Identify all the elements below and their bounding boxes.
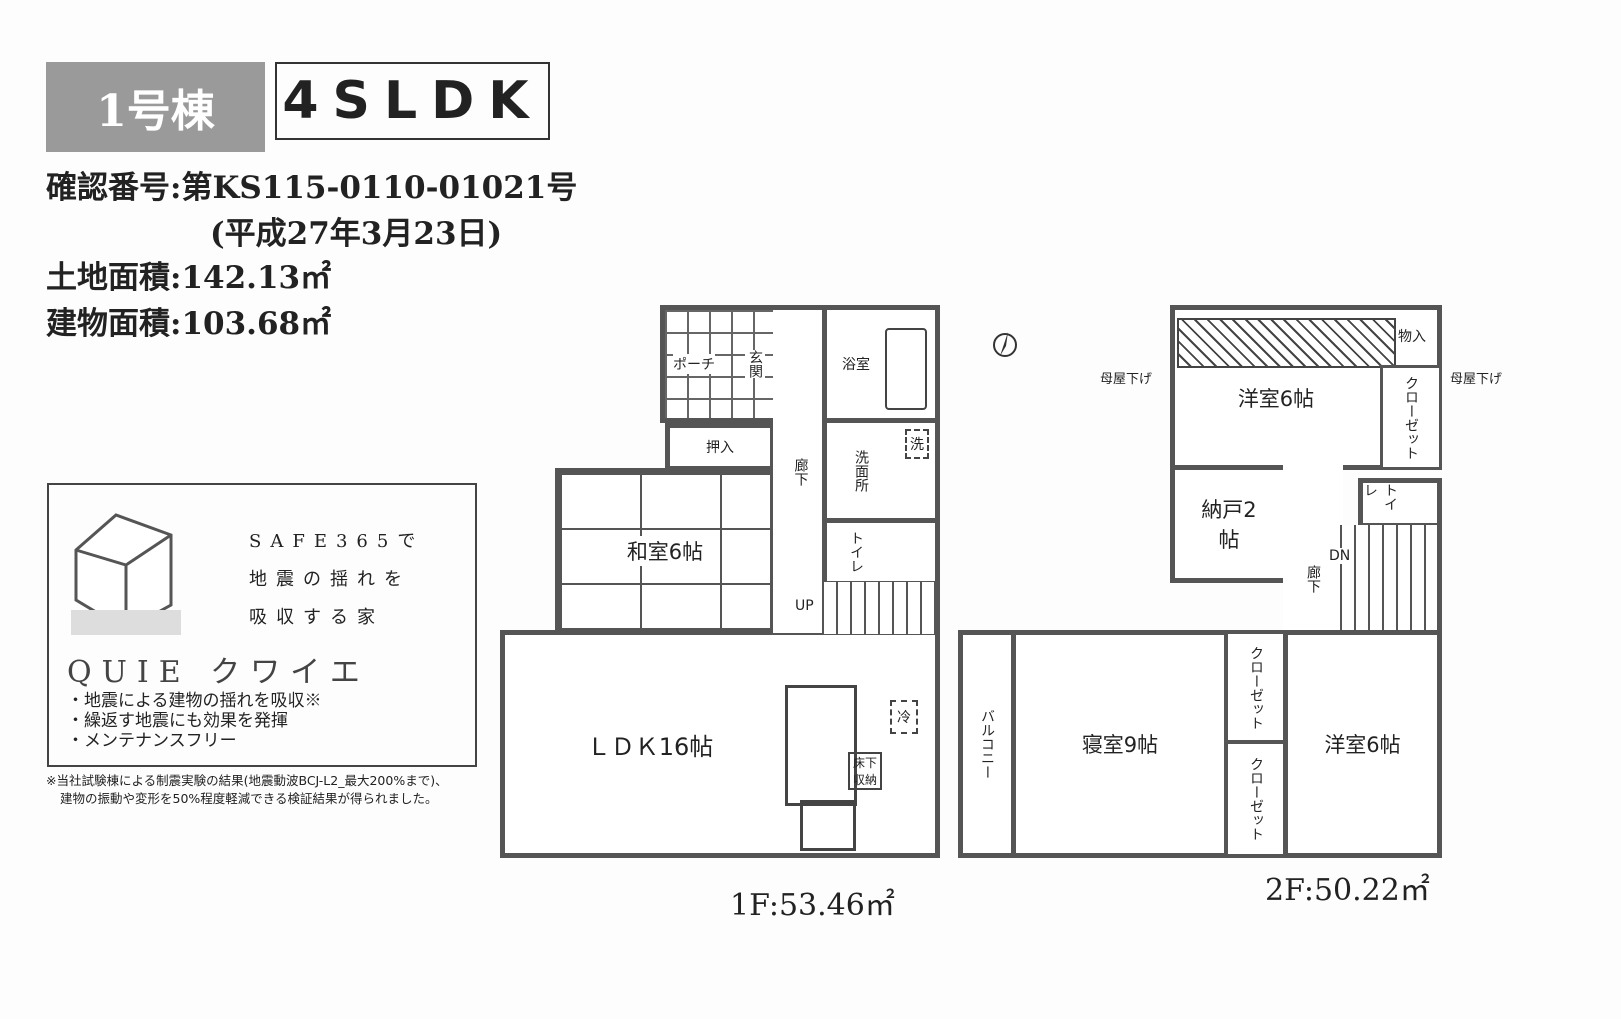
building-number-label: 1号棟	[46, 62, 265, 152]
floor2-area: 2F:50.22㎡	[1265, 873, 1430, 908]
kitchen-counter	[785, 685, 857, 806]
closet-3: クローゼット	[1224, 740, 1288, 858]
stairs-2f	[1340, 525, 1442, 633]
bathtub	[885, 328, 927, 410]
room-balcony: バルコニー	[958, 630, 1016, 858]
room-label: 洗面所	[853, 449, 869, 492]
room-label: ＬＤＫ16帖	[586, 732, 714, 761]
confirmation-number: 確認番号:第KS115-0110-01021号	[46, 170, 578, 206]
room-entrance: ポーチ 玄関	[660, 305, 778, 423]
room-label: 廊下	[1305, 565, 1321, 593]
point: ・地震による建物の揺れを吸収※	[67, 691, 322, 711]
storage-label: 物入	[1398, 329, 1426, 345]
slogan-line: 吸収する家	[249, 607, 384, 628]
building-area: 建物面積:103.68㎡	[46, 306, 332, 342]
room-washroom: 洗面所 洗	[822, 418, 940, 523]
room-corridor-1f: 廊下	[773, 305, 828, 633]
quie-points: ・地震による建物の揺れを吸収※ ・繰返す地震にも効果を発揮 ・メンテナンスフリー	[67, 691, 322, 751]
room-label: 浴室	[842, 357, 870, 373]
room-label: クローゼット	[1403, 375, 1419, 460]
room-oshiire: 押入	[665, 423, 775, 471]
room-label: 納戸2帖	[1201, 498, 1257, 552]
quie-ad-box: SAFE365で 地震の揺れを 吸収する家 QUIE クワイエ ・地震による建物…	[47, 483, 477, 767]
room-label: 洋室6帖	[1237, 386, 1315, 411]
roof-note-left: 母屋下げ	[1100, 372, 1153, 387]
stove-icon	[800, 800, 856, 851]
footnote: ※当社試験棟による制震実験の結果(地震動波BCJ-L2_最大200%まで)、	[46, 773, 448, 788]
room-label: トイレ	[1362, 483, 1398, 511]
underfloor-storage: 床下収納	[848, 752, 882, 790]
slogan-line: 地震の揺れを	[249, 569, 411, 590]
room-label: 和室6帖	[626, 535, 704, 566]
room-label: ポーチ	[673, 354, 715, 374]
floor1-area: 1F:53.46㎡	[730, 888, 895, 923]
room-western-2: 洋室6帖	[1283, 630, 1442, 858]
closet-2: クローゼット	[1224, 630, 1288, 745]
room-ldk: ＬＤＫ16帖	[500, 630, 940, 858]
room-label: バルコニー	[979, 709, 995, 779]
slogan-line: SAFE365で	[249, 531, 425, 552]
room-label: クローゼット	[1248, 645, 1264, 730]
point: ・繰返す地震にも効果を発揮	[67, 711, 288, 731]
quie-slogan: SAFE365で 地震の揺れを 吸収する家	[249, 523, 424, 637]
roof-hatch	[1177, 318, 1396, 368]
roof-note-right: 母屋下げ	[1450, 372, 1503, 387]
room-bath: 浴室	[822, 305, 940, 423]
confirmation-date: (平成27年3月23日)	[210, 216, 503, 252]
room-nando: 納戸2帖	[1170, 465, 1288, 583]
room-label: 洋室6帖	[1324, 733, 1401, 757]
layout-type-label: 4SLDK	[275, 62, 550, 140]
room-label: 玄関	[745, 350, 765, 378]
room-toilet-2f: トイレ	[1358, 478, 1442, 528]
room-toilet-1f: トイレ	[822, 518, 940, 586]
room-label: 廊下	[792, 457, 809, 486]
room-label: クローゼット	[1248, 757, 1264, 841]
footnote: 建物の振動や変形を50%程度軽減できる検証結果が得られました。	[60, 791, 438, 806]
land-area: 土地面積:142.13㎡	[46, 260, 332, 296]
room-label: 寝室9帖	[1081, 733, 1159, 757]
fridge-mark: 冷	[890, 700, 918, 734]
closet-1: クローゼット	[1380, 365, 1442, 470]
washer-mark: 洗	[905, 429, 929, 459]
stairs-1f	[822, 582, 940, 634]
point: ・メンテナンスフリー	[67, 731, 237, 751]
room-label: トイレ	[848, 531, 864, 573]
house-icon	[71, 513, 181, 635]
room-bedroom: 寝室9帖	[1011, 630, 1229, 858]
quie-brand: QUIE クワイエ	[67, 655, 370, 690]
compass-icon	[993, 332, 1017, 357]
dn-label: DN	[1328, 548, 1352, 564]
up-label: UP	[795, 598, 814, 614]
room-washitsu: 和室6帖	[555, 468, 775, 633]
